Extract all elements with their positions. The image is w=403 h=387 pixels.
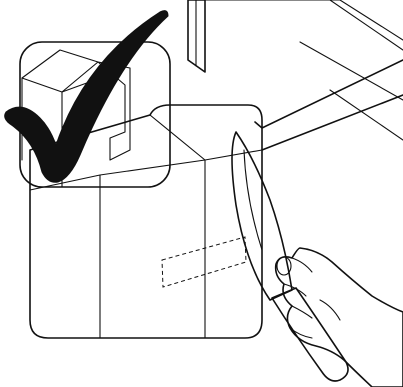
background-surface <box>205 0 403 140</box>
knife-icon <box>232 132 348 381</box>
check-mark-icon <box>5 11 168 183</box>
callout-lines <box>255 60 403 150</box>
upright-panel <box>188 0 205 72</box>
hand-icon <box>276 248 403 387</box>
